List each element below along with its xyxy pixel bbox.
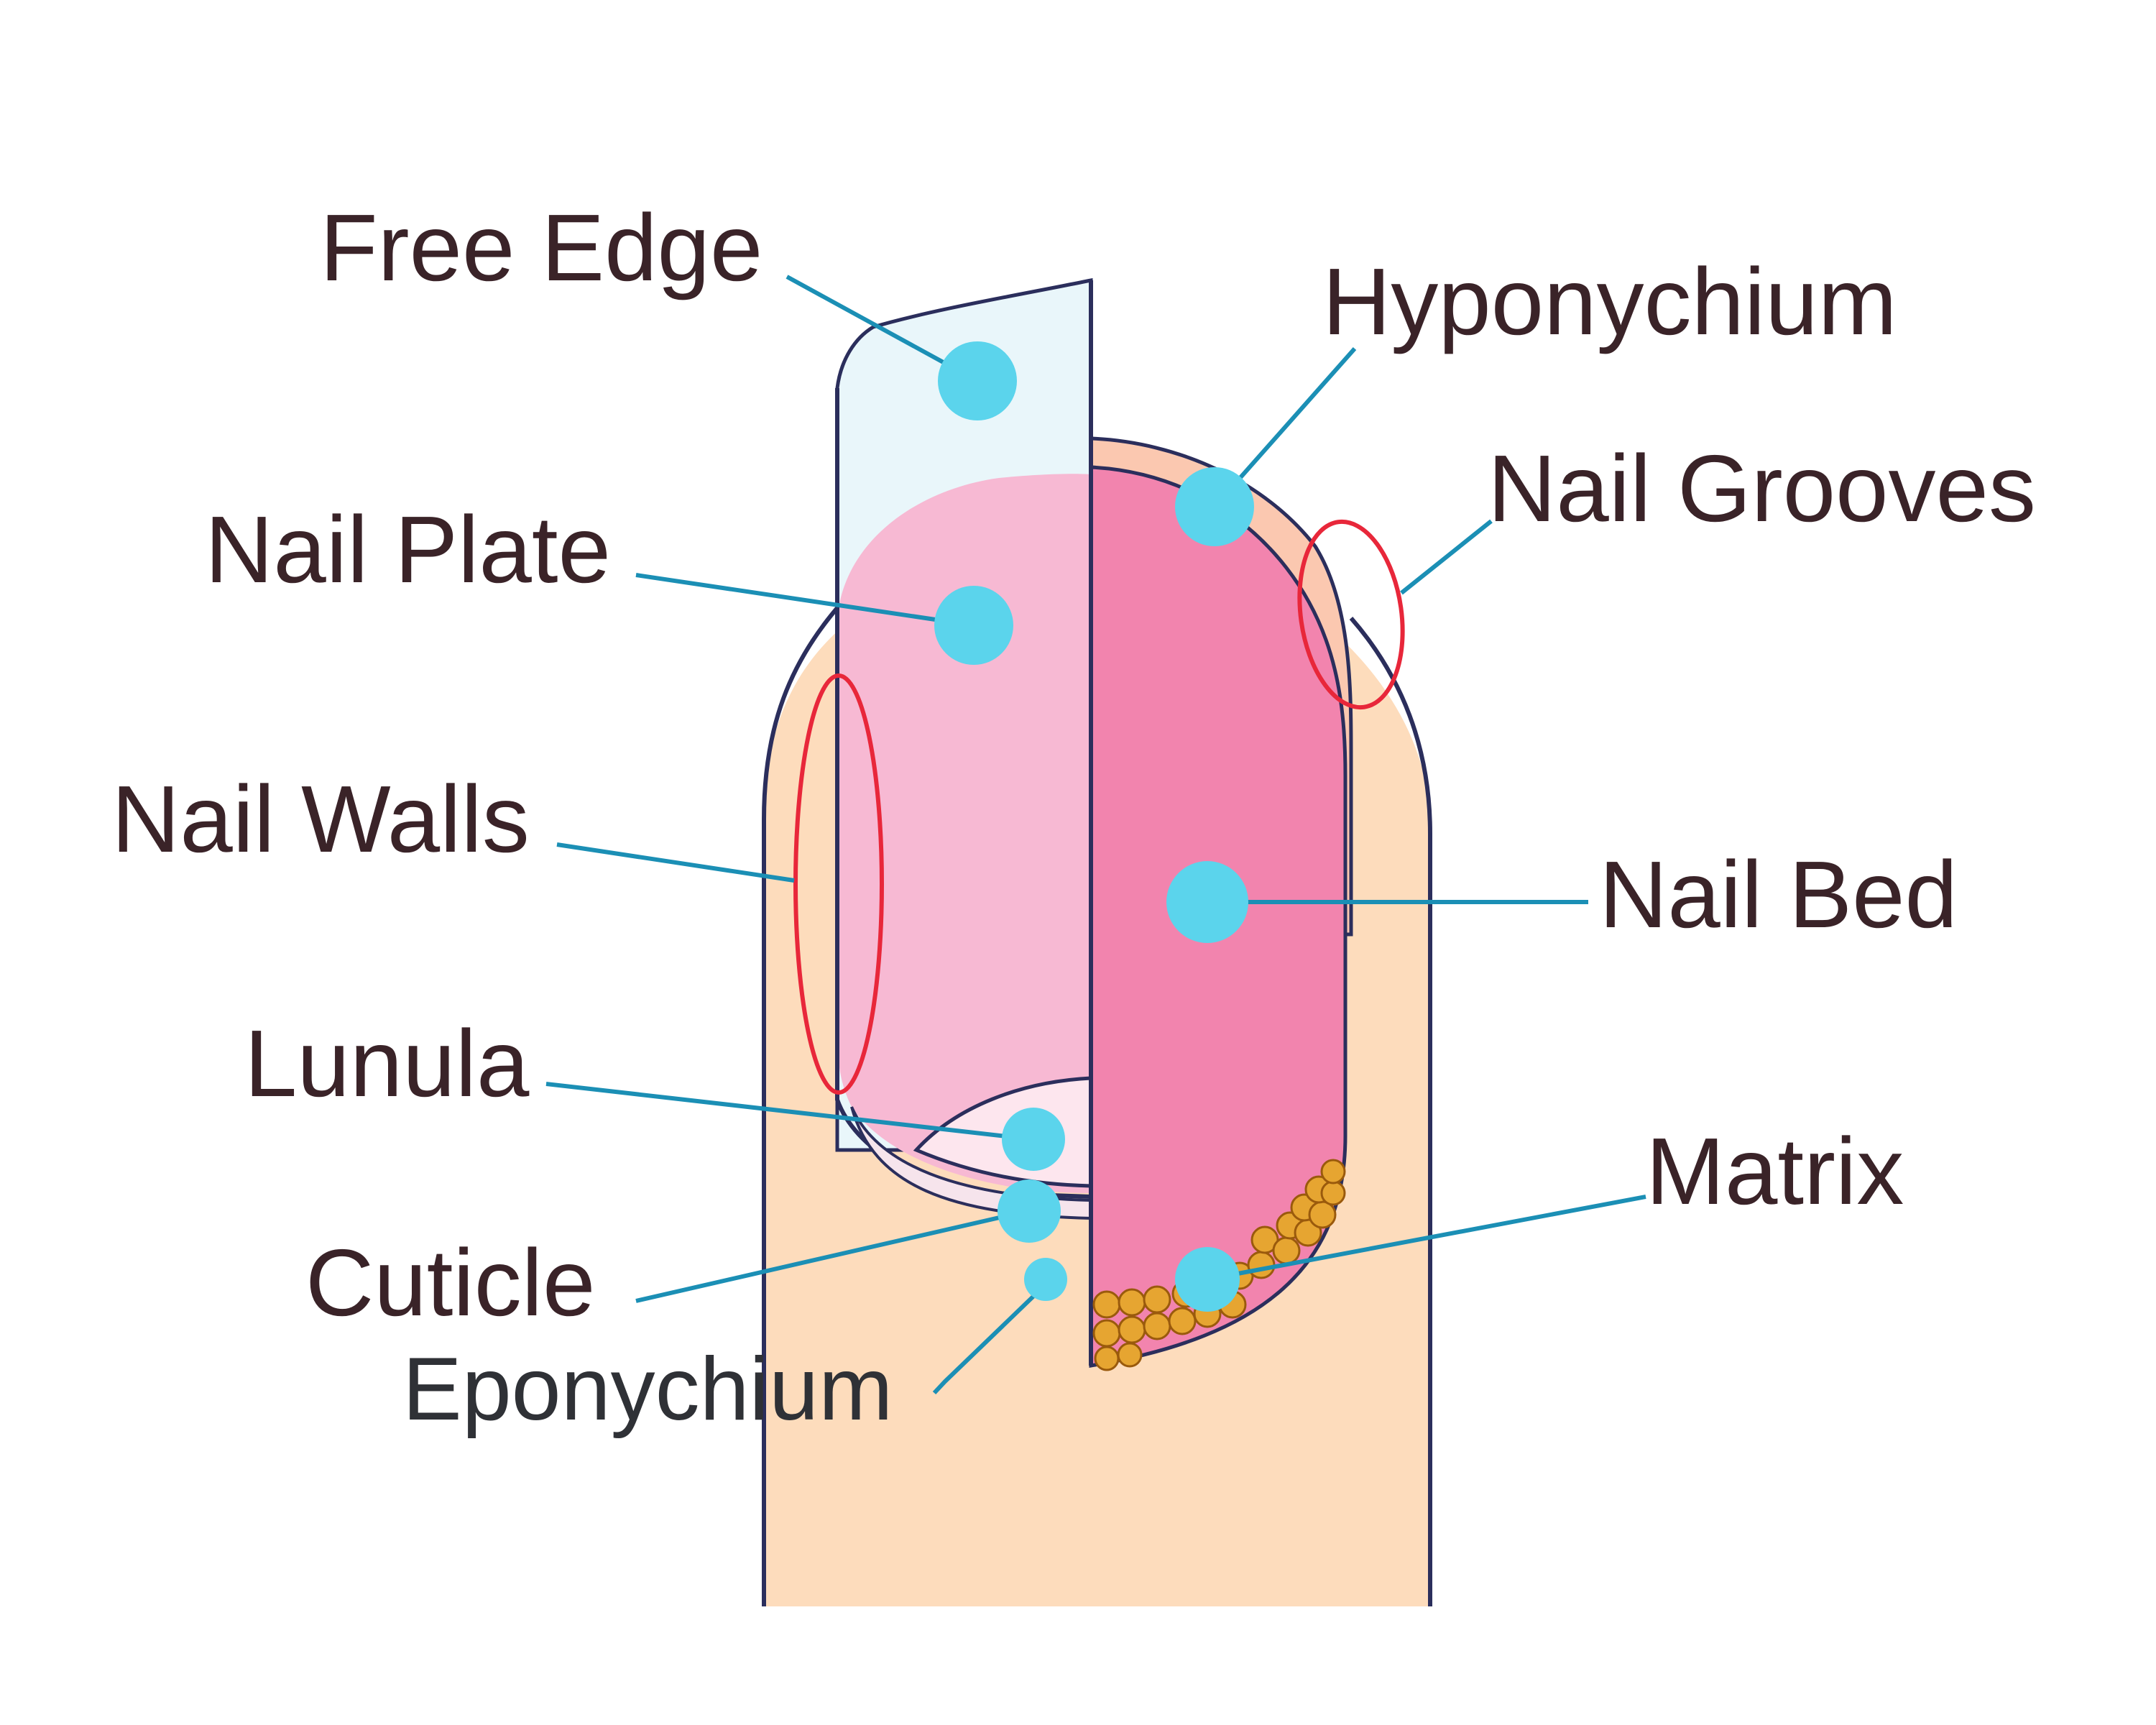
label-eponychium: Eponychium	[402, 1340, 893, 1439]
free-edge-dot	[938, 341, 1017, 420]
finger-outline-right	[1349, 617, 1432, 1606]
label-nail-grooves: Nail Grooves	[1488, 436, 2036, 541]
nail-grooves-ring	[1297, 519, 1405, 710]
nail-plate	[837, 474, 1091, 1193]
lunula-dot	[1002, 1108, 1065, 1171]
leader-nail-walls	[556, 842, 795, 883]
nail-walls-ring	[793, 673, 884, 1095]
label-matrix: Matrix	[1646, 1118, 1904, 1224]
matrix-dot	[1175, 1247, 1240, 1312]
nail-plate-dot	[934, 586, 1013, 665]
nail-bed-dot	[1166, 861, 1248, 943]
leader-nail-plate	[635, 573, 975, 627]
label-nail-plate: Nail Plate	[205, 497, 611, 602]
cuticle-dot	[998, 1179, 1061, 1243]
label-nail-bed: Nail Bed	[1599, 842, 1958, 947]
leader-eponychium	[932, 1284, 1046, 1395]
label-free-edge: Free Edge	[320, 195, 763, 300]
label-lunula: Lunula	[244, 1011, 530, 1116]
leader-matrix	[1207, 1195, 1646, 1282]
finger-outline-left	[762, 602, 843, 1606]
leader-nail-grooves	[1400, 519, 1493, 595]
label-nail-walls: Nail Walls	[111, 766, 530, 872]
leader-lunula	[545, 1082, 1032, 1141]
label-cuticle: Cuticle	[305, 1230, 595, 1335]
leader-cuticle	[635, 1209, 1028, 1303]
label-hyponychium: Hyponychium	[1322, 249, 1897, 354]
hyponychium-dot	[1175, 467, 1254, 546]
eponychium-dot	[1024, 1258, 1067, 1301]
